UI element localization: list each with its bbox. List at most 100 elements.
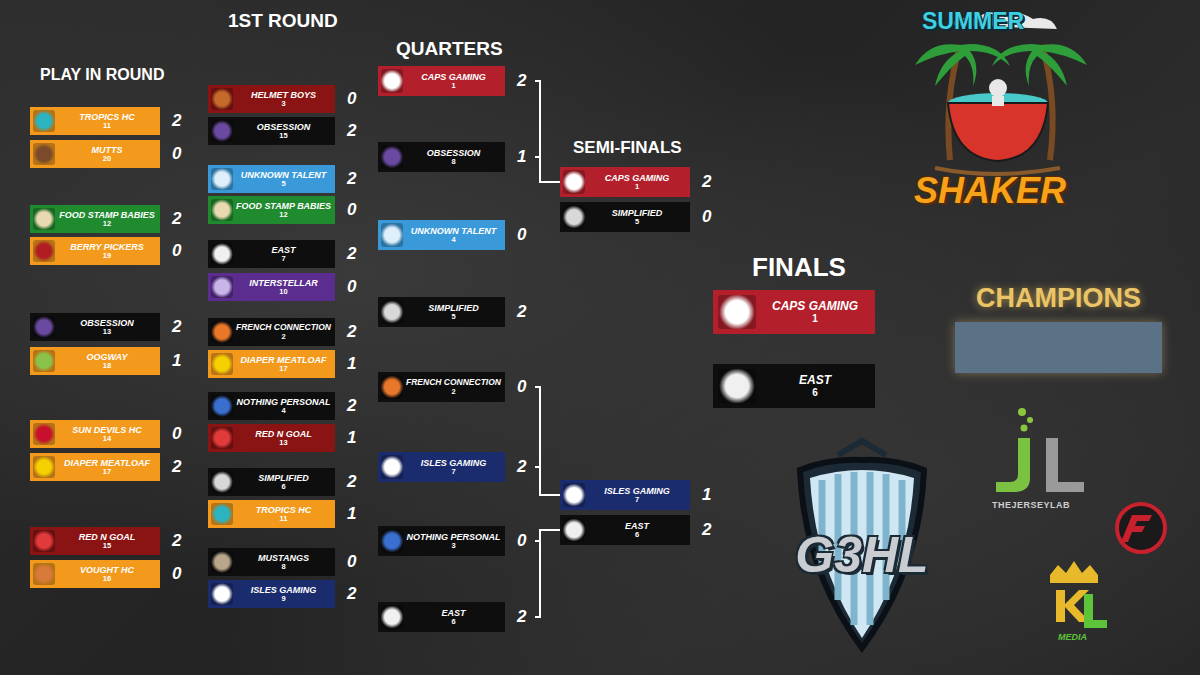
team-name: RED N GOAL — [255, 429, 312, 439]
score-number: 0 — [517, 531, 526, 551]
seed-number: 12 — [103, 220, 111, 228]
score-number: 0 — [347, 89, 356, 109]
seed-number: 4 — [281, 407, 285, 415]
team-logo — [211, 276, 233, 298]
team-text-area: TROPICS HC11 — [58, 107, 156, 135]
seed-number: 18 — [103, 362, 111, 370]
round-heading: 1ST ROUND — [228, 10, 338, 32]
score-number: 2 — [172, 531, 181, 551]
team-logo — [211, 395, 233, 417]
team-name: DIAPER MEATLOAF — [241, 355, 327, 365]
seed-number: 15 — [103, 542, 111, 550]
seed-number: 3 — [281, 100, 285, 108]
seed-number: 1 — [812, 313, 818, 324]
team-name: RED N GOAL — [79, 532, 136, 542]
team-text-area: NOTHING PERSONAL3 — [406, 526, 501, 556]
team-text-area: ISLES GAMING7 — [588, 480, 686, 510]
seed-number: 11 — [280, 515, 288, 523]
seed-number: 12 — [279, 211, 287, 219]
team-logo — [381, 145, 403, 169]
bracket-line — [535, 157, 560, 182]
team-name: FRENCH CONNECTION — [236, 323, 331, 333]
team-logo — [211, 199, 233, 221]
score-number: 2 — [347, 322, 356, 342]
team-text-area: SIMPLIFIED5 — [406, 297, 501, 327]
team-box: MUTTS200 — [30, 140, 160, 168]
score-number: 0 — [172, 564, 181, 584]
score-number: 2 — [517, 457, 526, 477]
seed-number: 4 — [451, 236, 455, 244]
score-number: 2 — [172, 111, 181, 131]
team-box: EAST72 — [208, 240, 335, 268]
team-box: BERRY PICKERS190 — [30, 237, 160, 265]
team-name: ISLES GAMING — [604, 486, 670, 496]
team-logo — [211, 88, 233, 110]
team-logo — [563, 170, 585, 194]
team-box: RED N GOAL152 — [30, 527, 160, 555]
score-number: 2 — [347, 472, 356, 492]
score-number: 1 — [347, 428, 356, 448]
seed-number: 6 — [281, 483, 285, 491]
team-text-area: TROPICS HC11 — [236, 500, 331, 528]
seed-number: 20 — [103, 155, 111, 163]
team-name: TROPICS HC — [256, 505, 312, 515]
team-text-area: DIAPER MEATLOAF17 — [236, 350, 331, 378]
summer-shaker-logo — [915, 12, 1087, 174]
team-box: CAPS GAMING12 — [560, 167, 690, 197]
score-number: 2 — [347, 121, 356, 141]
team-box: SUN DEVILS HC140 — [30, 420, 160, 448]
team-name: FOOD STAMP BABIES — [59, 210, 155, 220]
team-name: UNKNOWN TALENT — [411, 226, 496, 236]
seed-number: 6 — [635, 531, 639, 539]
seed-number: 8 — [451, 158, 455, 166]
team-logo — [718, 295, 756, 329]
team-box: NOTHING PERSONAL30 — [378, 526, 505, 556]
team-name: ISLES GAMING — [421, 458, 487, 468]
seed-number: 1 — [635, 183, 639, 191]
seed-number: 2 — [451, 388, 455, 396]
score-number: 0 — [172, 424, 181, 444]
team-box: HELMET BOYS30 — [208, 85, 335, 113]
team-box: ISLES GAMING71 — [560, 480, 690, 510]
team-box: UNKNOWN TALENT52 — [208, 165, 335, 193]
score-number: 2 — [347, 584, 356, 604]
team-box: CAPS GAMING1 — [713, 290, 875, 334]
team-logo — [33, 456, 55, 478]
score-number: 0 — [172, 144, 181, 164]
team-box: VOUGHT HC160 — [30, 560, 160, 588]
team-logo — [381, 300, 403, 324]
team-text-area: UNKNOWN TALENT5 — [236, 165, 331, 193]
score-number: 1 — [517, 147, 526, 167]
team-text-area: OOGWAY18 — [58, 347, 156, 375]
team-logo — [381, 223, 403, 247]
team-name: OBSESSION — [427, 148, 481, 158]
team-box: SIMPLIFIED52 — [378, 297, 505, 327]
team-box: FRENCH CONNECTION20 — [378, 372, 505, 402]
team-text-area: SUN DEVILS HC14 — [58, 420, 156, 448]
team-box: OBSESSION81 — [378, 142, 505, 172]
team-box: SIMPLIFIED50 — [560, 202, 690, 232]
seed-number: 17 — [279, 365, 287, 373]
team-box: EAST6 — [713, 364, 875, 408]
team-text-area: VOUGHT HC16 — [58, 560, 156, 588]
team-logo — [33, 208, 55, 230]
team-box: SIMPLIFIED62 — [208, 468, 335, 496]
team-logo — [33, 143, 55, 165]
team-name: FOOD STAMP BABIES — [236, 201, 331, 211]
seed-number: 19 — [103, 252, 111, 260]
seed-number: 17 — [103, 468, 111, 476]
team-logo — [33, 563, 55, 585]
team-logo — [211, 583, 233, 605]
team-box: NOTHING PERSONAL42 — [208, 392, 335, 420]
round-heading: FINALS — [752, 252, 846, 283]
team-logo — [211, 168, 233, 190]
seed-number: 15 — [279, 132, 287, 140]
team-logo — [381, 455, 403, 479]
champion-heading: CHAMPIONS — [976, 283, 1141, 314]
team-logo — [718, 369, 756, 403]
round-heading: SEMI-FINALS — [573, 138, 682, 158]
team-text-area: ISLES GAMING7 — [406, 452, 501, 482]
team-box: EAST62 — [560, 515, 690, 545]
